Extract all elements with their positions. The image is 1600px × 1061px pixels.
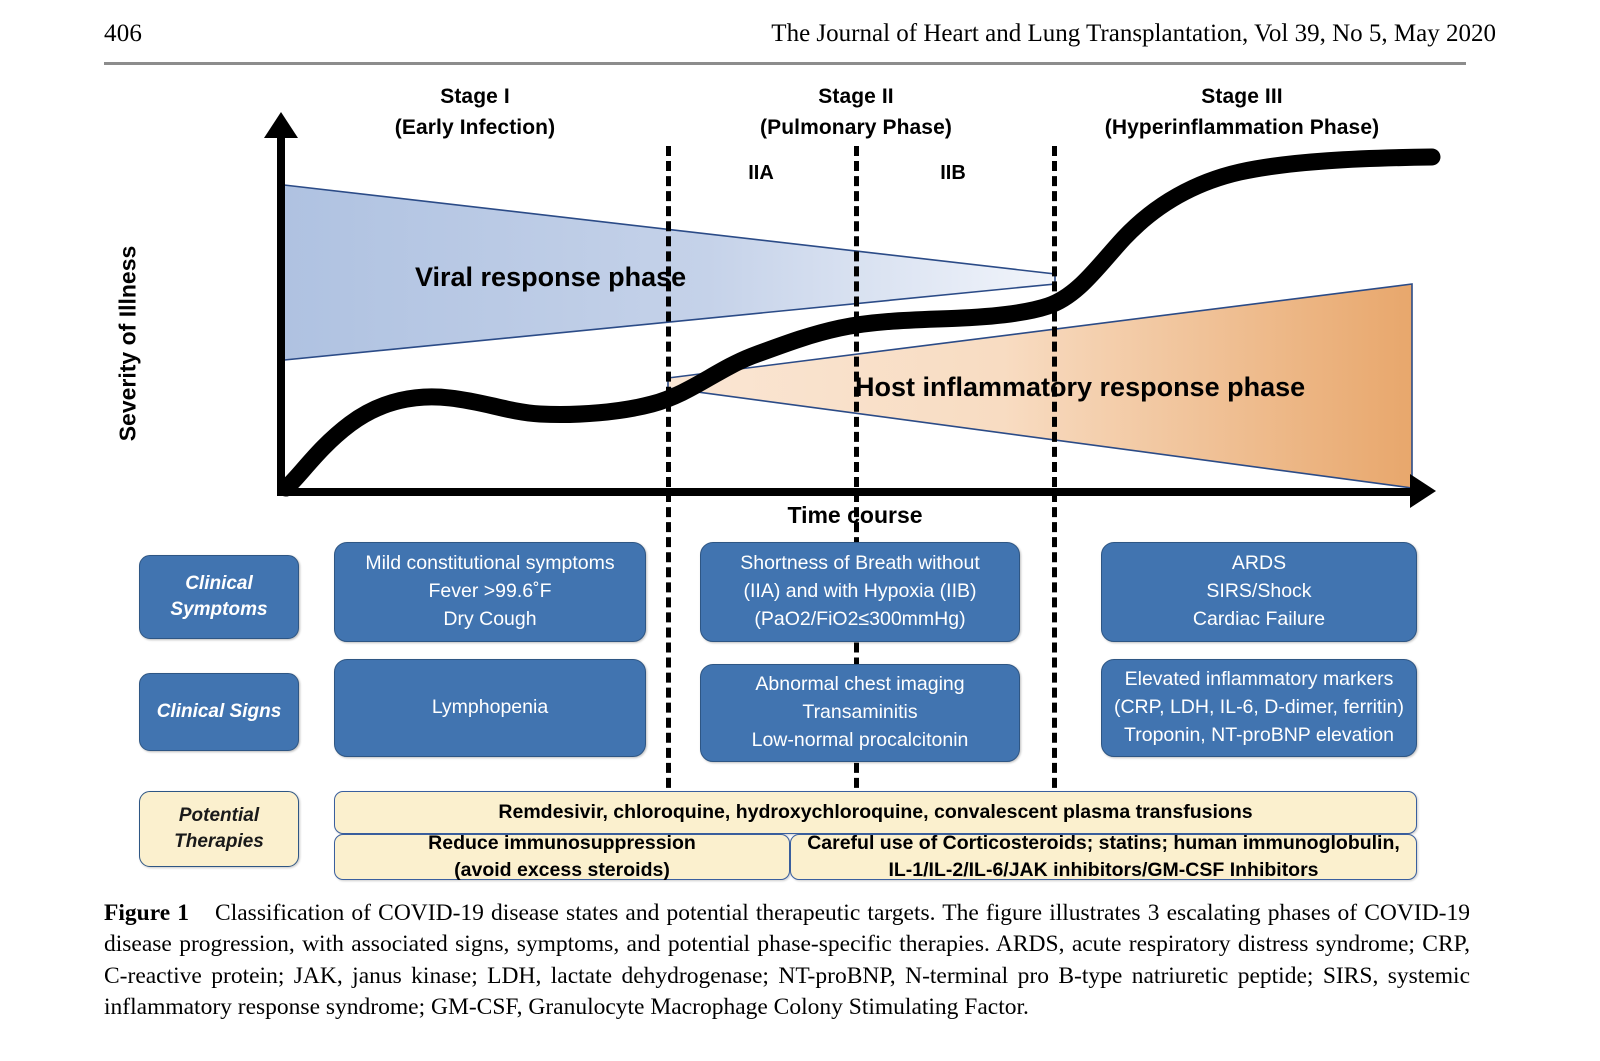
cell-signs-stage-2-line1: Abnormal chest imaging: [755, 673, 965, 696]
cell-symptoms-stage-1: Mild constitutional symptoms Fever >99.6…: [334, 542, 646, 642]
therapy-cell-stage-1-line2: (avoid excess steroids): [454, 859, 670, 881]
y-axis-line: [277, 130, 285, 494]
cell-signs-stage-3: Elevated inflammatory markers (CRP, LDH,…: [1101, 659, 1417, 757]
row-label-potential-therapies-line1: Potential: [178, 805, 260, 827]
stage-1-subtitle: (Early Infection): [394, 116, 556, 140]
cell-signs-stage-3-line3: Troponin, NT-proBNP elevation: [1124, 723, 1394, 746]
page-bottom-margin: [0, 1055, 1600, 1061]
severity-of-illness-curve: [277, 148, 1441, 497]
therapy-cell-stage-2-3: Careful use of Corticosteroids; statins;…: [790, 831, 1417, 881]
header-divider: [104, 62, 1466, 65]
y-axis-arrowhead: [264, 112, 298, 138]
figure-caption-label: Figure 1: [104, 900, 190, 926]
cell-signs-stage-2: Abnormal chest imaging Transaminitis Low…: [700, 664, 1020, 762]
cell-symptoms-stage-1-line3: Dry Cough: [443, 607, 537, 630]
row-label-clinical-symptoms: Clinical Symptoms: [139, 555, 299, 639]
cell-signs-stage-1-line1: Lymphopenia: [431, 696, 549, 719]
cell-symptoms-stage-3-line2: SIRS/Shock: [1206, 580, 1312, 603]
row-label-clinical-signs: Clinical Signs: [139, 673, 299, 751]
cell-signs-stage-1: Lymphopenia: [334, 659, 646, 757]
x-axis-arrowhead: [1410, 474, 1436, 508]
y-axis-label: Severity of Illness: [114, 245, 141, 442]
row-label-clinical-symptoms-line1: Clinical: [185, 573, 253, 595]
cell-signs-stage-3-line2: (CRP, LDH, IL-6, D-dimer, ferritin): [1113, 696, 1405, 719]
stage-2-subtitle: (Pulmonary Phase): [760, 116, 952, 140]
stage-1-title: Stage I: [440, 85, 510, 108]
substage-iia-label: IIA: [748, 162, 774, 184]
page-header: 406 The Journal of Heart and Lung Transp…: [0, 0, 1600, 65]
page-left-margin: [0, 0, 14, 1061]
row-label-clinical-symptoms-line2: Symptoms: [170, 599, 268, 620]
stage-2-title: Stage II: [818, 85, 894, 108]
host-inflammatory-phase-label: Host inflammatory response phase: [855, 372, 1306, 402]
cell-signs-stage-3-line1: Elevated inflammatory markers: [1124, 668, 1394, 691]
cell-symptoms-stage-2: Shortness of Breath without (IIA) and wi…: [700, 542, 1020, 642]
stage-divider-2: [854, 146, 859, 818]
stage-divider-3: [1052, 146, 1057, 818]
cell-symptoms-stage-3-line3: Cardiac Failure: [1192, 607, 1326, 630]
journal-reference: The Journal of Heart and Lung Transplant…: [771, 20, 1496, 47]
cell-symptoms-stage-1-line2: Fever >99.6˚F: [428, 580, 552, 603]
stage-3-subtitle: (Hyperinflammation Phase): [1104, 116, 1380, 140]
therapy-banner-text: Remdesivir, chloroquine, hydroxychloroqu…: [498, 800, 1253, 823]
stage-3-title: Stage III: [1201, 85, 1283, 108]
substage-iib-label: IIB: [940, 162, 966, 184]
stage-1-heading: Stage I (Early Infection): [330, 81, 620, 143]
figure-caption-text: Classification of COVID-19 disease state…: [104, 900, 1470, 1020]
row-label-potential-therapies-line2: Therapies: [174, 831, 264, 852]
viral-response-phase-label: Viral response phase: [415, 262, 687, 292]
cell-signs-stage-2-line3: Low-normal procalcitonin: [751, 728, 969, 751]
figure-1-graphic: Stage I (Early Infection) Stage II (Pulm…: [0, 68, 1600, 893]
stage-2-heading: Stage II (Pulmonary Phase): [706, 81, 1006, 143]
row-label-potential-therapies: Potential Therapies: [139, 791, 299, 867]
page-number: 406: [104, 20, 143, 47]
therapy-cell-stage-1: Reduce immunosuppression (avoid excess s…: [334, 831, 790, 881]
row-label-clinical-signs-line1: Clinical Signs: [156, 701, 282, 723]
cell-symptoms-stage-2-line3: (PaO2/FiO2≤300mmHg): [754, 607, 966, 630]
therapy-cell-stage-2-3-line1: Careful use of Corticosteroids; statins;…: [807, 831, 1400, 854]
stage-3-heading: Stage III (Hyperinflammation Phase): [1042, 81, 1442, 143]
therapy-cell-stage-2-3-line2: IL-1/IL-2/IL-6/JAK inhibitors/GM-CSF Inh…: [888, 859, 1319, 881]
cell-symptoms-stage-3-line1: ARDS: [1231, 552, 1287, 575]
cell-symptoms-stage-1-line1: Mild constitutional symptoms: [365, 552, 615, 575]
therapy-banner-all-stages: Remdesivir, chloroquine, hydroxychloroqu…: [334, 791, 1417, 834]
cell-symptoms-stage-2-line2: (IIA) and with Hypoxia (IIB): [743, 580, 977, 603]
therapy-cell-stage-1-line1: Reduce immunosuppression: [428, 831, 696, 854]
cell-signs-stage-2-line2: Transaminitis: [802, 701, 918, 724]
x-axis-line: [277, 488, 1414, 496]
stage-divider-1: [666, 146, 671, 818]
cell-symptoms-stage-2-line1: Shortness of Breath without: [740, 552, 980, 575]
cell-symptoms-stage-3: ARDS SIRS/Shock Cardiac Failure: [1101, 542, 1417, 642]
